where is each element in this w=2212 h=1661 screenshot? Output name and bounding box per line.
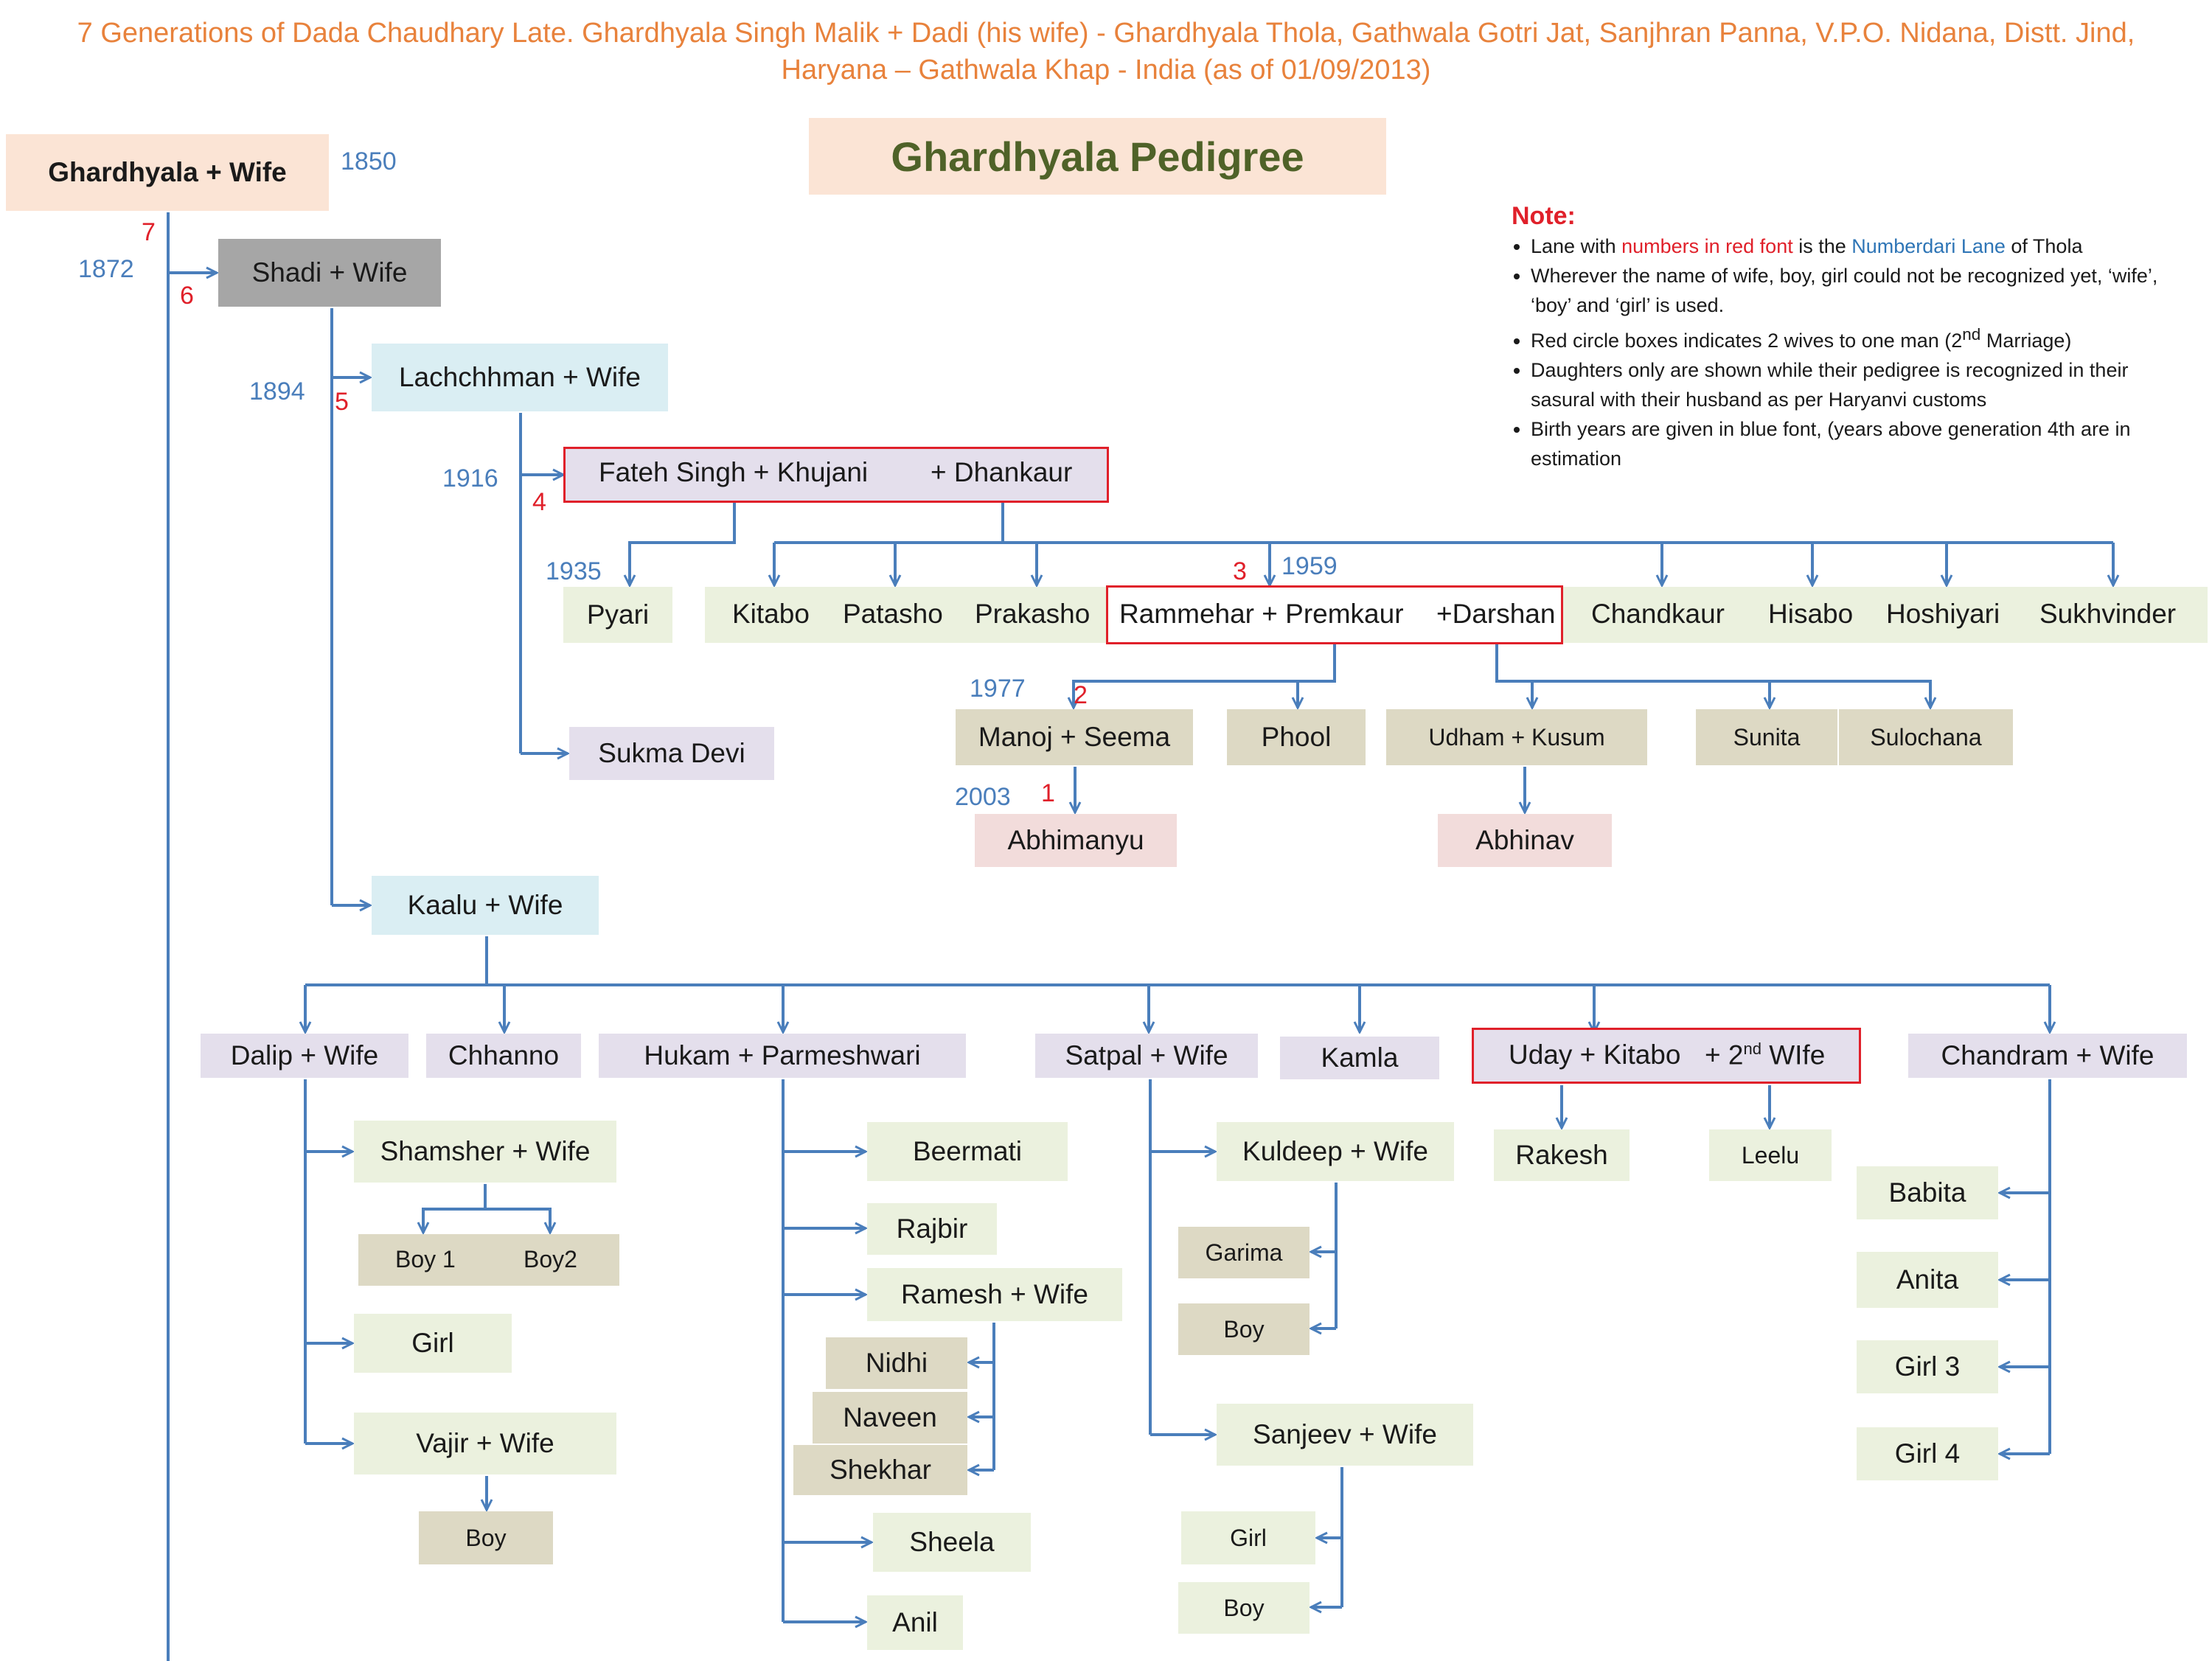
note-item: Red circle boxes indicates 2 wives to on…: [1531, 320, 2190, 355]
person-sanjeev: Sanjeev + Wife: [1217, 1404, 1473, 1466]
person-nidhi: Nidhi: [826, 1337, 967, 1389]
person-abhinav: Abhinav: [1438, 814, 1612, 867]
person-fateh-second-wife: + Dhankaur: [931, 457, 1073, 487]
header-line-1: 7 Generations of Dada Chaudhary Late. Gh…: [77, 18, 2135, 49]
person-shamsher: Shamsher + Wife: [354, 1121, 616, 1183]
person-girl-4: Girl 4: [1857, 1427, 1998, 1480]
birth-year: 1850: [341, 147, 397, 175]
person-kitabo: Kitabo: [732, 599, 810, 629]
person-fateh-singh-box: [565, 448, 1107, 501]
person-phool: Phool: [1227, 709, 1366, 765]
person-sukma-devi: Sukma Devi: [569, 727, 774, 780]
person-girl-3: Girl 3: [1857, 1340, 1998, 1393]
connector-arrow: [630, 503, 736, 585]
note-panel: Note: Lane with numbers in red font is t…: [1512, 201, 2190, 473]
person-sulochana: Sulochana: [1839, 709, 2013, 765]
person-boy-kuldeep: Boy: [1178, 1303, 1310, 1355]
person-rammehar-box: [1107, 587, 1562, 643]
connector-arrow: [1074, 644, 1336, 708]
person-boy-1: Boy 1: [395, 1246, 456, 1272]
lane-number: 4: [532, 488, 546, 516]
note-item: Birth years are given in blue font, (yea…: [1531, 414, 2190, 473]
person-uday-box: [1473, 1029, 1860, 1082]
lane-number: 5: [335, 388, 349, 416]
person-chandram: Chandram + Wife: [1908, 1034, 2187, 1078]
lane-number: 6: [180, 282, 194, 310]
note-title: Note:: [1512, 202, 1576, 230]
person-abhimanyu: Abhimanyu: [975, 814, 1177, 867]
person-babita: Babita: [1857, 1166, 1998, 1219]
birth-year: 1935: [546, 557, 602, 585]
connector-arrow: [1495, 644, 1930, 708]
person-satpal: Satpal + Wife: [1035, 1034, 1258, 1078]
person-girl-sanjeev: Girl: [1181, 1511, 1315, 1564]
person-chandkaur: Chandkaur: [1591, 599, 1725, 629]
person-anil: Anil: [867, 1595, 963, 1650]
person-uday: Uday + Kitabo: [1509, 1040, 1681, 1070]
birth-year: 1977: [970, 675, 1026, 703]
note-item: Wherever the name of wife, boy, girl cou…: [1531, 261, 2190, 320]
person-udham: Udham + Kusum: [1386, 709, 1647, 765]
lane-number: 1: [1041, 779, 1055, 807]
person-pyari: Pyari: [563, 587, 672, 643]
person-rammehar: Rammehar + Premkaur: [1119, 599, 1404, 629]
person-anita: Anita: [1857, 1252, 1998, 1308]
person-hukam: Hukam + Parmeshwari: [599, 1034, 966, 1078]
shamsher-children-box: [358, 1234, 619, 1286]
person-vajir: Vajir + Wife: [354, 1413, 616, 1474]
person-uday-second-wife: + 2nd WIfe: [1705, 1040, 1826, 1070]
person-chhanno: Chhanno: [426, 1034, 581, 1078]
lane-number: 7: [142, 218, 156, 246]
person-prakasho: Prakasho: [975, 599, 1091, 629]
person-hoshiyari: Hoshiyari: [1886, 599, 2000, 629]
person-shekhar: Shekhar: [793, 1445, 967, 1495]
person-boy-2: Boy2: [524, 1246, 577, 1272]
person-naveen: Naveen: [813, 1392, 967, 1444]
person-sheela: Sheela: [873, 1513, 1031, 1572]
birth-year: 1959: [1281, 552, 1338, 580]
birth-year: 1916: [442, 464, 498, 492]
birth-year: 1872: [78, 255, 134, 283]
lane-number: 3: [1233, 557, 1247, 585]
person-girl-dalip: Girl: [354, 1314, 512, 1373]
person-kamla: Kamla: [1280, 1037, 1439, 1079]
person-boy-vajir: Boy: [419, 1511, 553, 1564]
person-ramesh: Ramesh + Wife: [867, 1268, 1122, 1321]
pedigree-title: Ghardhyala Pedigree: [809, 118, 1386, 195]
birth-year: 2003: [955, 783, 1011, 811]
connector-arrow: [485, 1208, 550, 1233]
person-dalip: Dalip + Wife: [201, 1034, 408, 1078]
header-line-2: Haryana – Gathwala Khap - India (as of 0…: [781, 55, 1431, 86]
person-beermati: Beermati: [867, 1122, 1068, 1181]
person-kuldeep: Kuldeep + Wife: [1217, 1122, 1454, 1181]
person-shadi: Shadi + Wife: [218, 239, 441, 307]
person-manoj: Manoj + Seema: [956, 709, 1193, 765]
second-marriage-frame: [563, 447, 1109, 503]
person-lachchhman: Lachchhman + Wife: [372, 344, 668, 411]
note-item: Lane with numbers in red font is the Num…: [1531, 231, 2190, 261]
person-sunita: Sunita: [1696, 709, 1837, 765]
connector-arrow: [423, 1184, 487, 1233]
person-fateh-singh: Fateh Singh + Khujani: [599, 457, 869, 487]
lane-number: 2: [1074, 681, 1088, 709]
second-marriage-frame: [1472, 1028, 1861, 1084]
person-hisabo: Hisabo: [1768, 599, 1854, 629]
person-leelu: Leelu: [1709, 1129, 1832, 1181]
person-rakesh: Rakesh: [1494, 1129, 1630, 1181]
person-patasho: Patasho: [843, 599, 943, 629]
person-kaalu: Kaalu + Wife: [372, 876, 599, 935]
person-ghardhyala: Ghardhyala + Wife: [6, 134, 329, 211]
person-garima: Garima: [1178, 1227, 1310, 1278]
note-item: Daughters only are shown while their ped…: [1531, 355, 2190, 414]
person-sukhvinder: Sukhvinder: [2039, 599, 2177, 629]
birth-year: 1894: [249, 377, 305, 405]
person-rammehar-second-wife: +Darshan: [1436, 599, 1556, 629]
second-marriage-frame: [1106, 585, 1563, 644]
person-rajbir: Rajbir: [867, 1203, 997, 1255]
person-boy-sanjeev: Boy: [1178, 1582, 1310, 1634]
